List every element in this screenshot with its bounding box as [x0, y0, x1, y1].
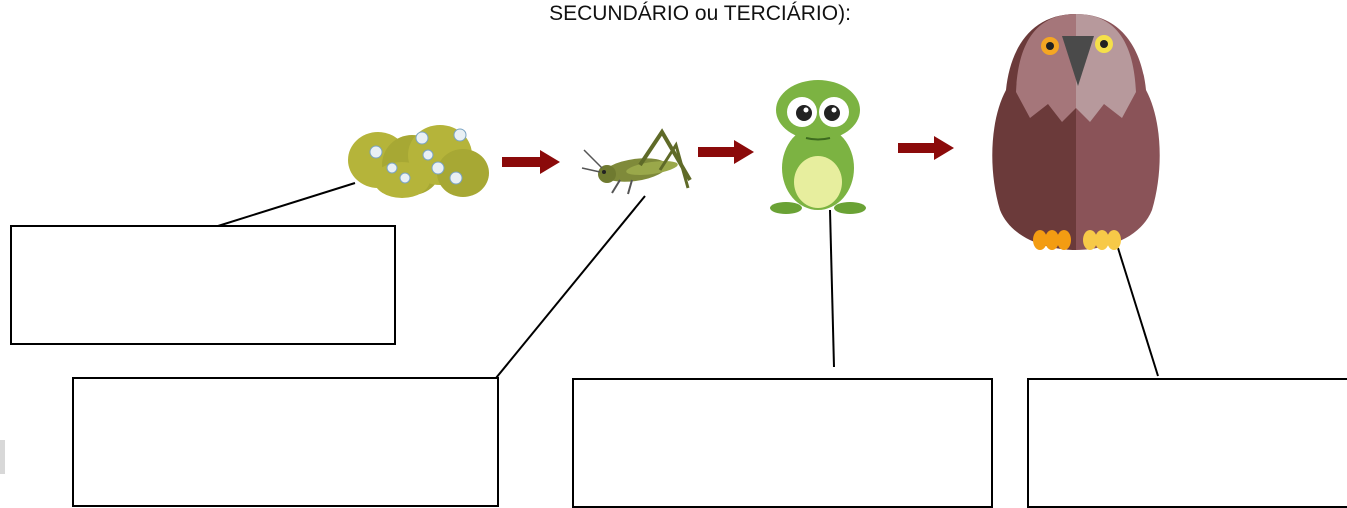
- connector-line-frog: [829, 209, 835, 368]
- answer-box-grasshopper[interactable]: [72, 377, 499, 507]
- answer-box-frog[interactable]: [572, 378, 993, 508]
- arrow-icon: [898, 136, 954, 160]
- flowering-bush-icon: [348, 125, 489, 198]
- instruction-text: SECUNDÁRIO ou TERCIÁRIO):: [549, 2, 851, 25]
- connector-line-grasshopper: [495, 195, 646, 379]
- connector-line-hawk: [1117, 247, 1159, 377]
- arrow-icon: [698, 140, 754, 164]
- connector-line-plant: [217, 182, 356, 227]
- grasshopper-icon: [581, 128, 692, 195]
- page-edge-mark: [0, 440, 5, 474]
- answer-box-plant[interactable]: [10, 225, 396, 345]
- frog-icon: [770, 80, 866, 214]
- arrow-icon: [502, 150, 560, 174]
- food-chain-diagram: [0, 14, 1160, 474]
- answer-box-hawk[interactable]: [1027, 378, 1347, 508]
- hawk-icon: [992, 14, 1160, 250]
